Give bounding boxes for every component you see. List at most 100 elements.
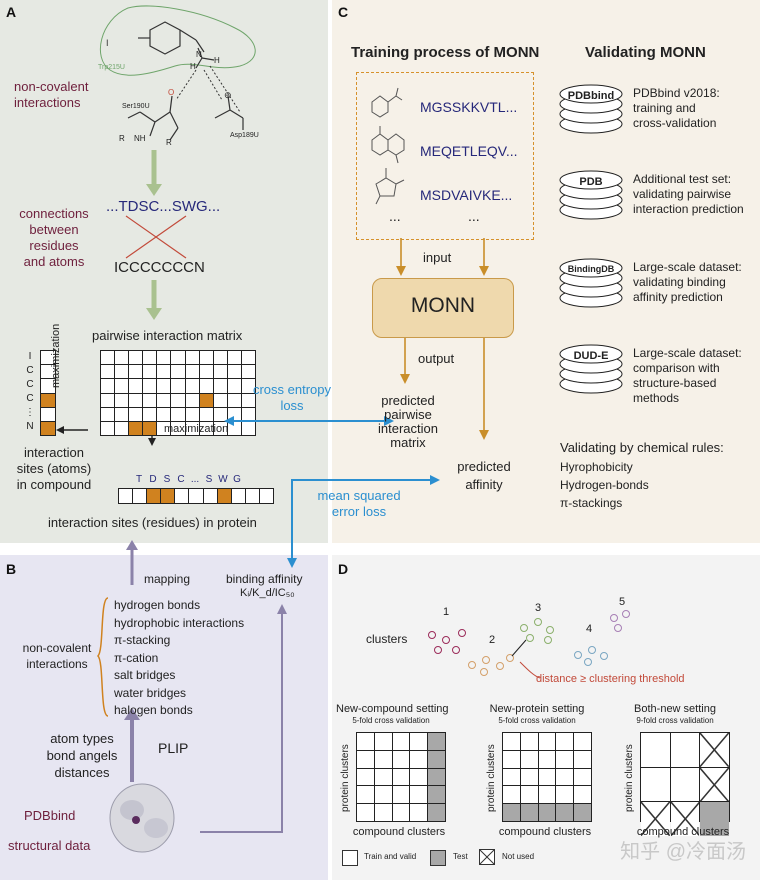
cv-cell-test <box>428 786 445 804</box>
mse-label: mean squared error loss <box>306 488 412 520</box>
atom-info-label: atom types bond angels distances <box>40 730 124 781</box>
residue-site-cell <box>231 489 245 503</box>
matrix-cell <box>157 407 171 421</box>
atom-sites-label: interaction sites (atoms) in compound <box>10 445 98 493</box>
compound-clusters-label: compound clusters <box>498 826 592 838</box>
ki-label: Kᵢ/K_d/IC₅₀ <box>240 587 295 599</box>
asp-label: Asp189U <box>230 132 259 139</box>
atom-info-line1: atom types <box>50 731 114 746</box>
atom-letter: I <box>28 351 32 362</box>
cv-cell-train <box>503 768 520 786</box>
matrix-cell <box>199 379 213 393</box>
rule-item: Hydrogen-bonds <box>560 478 649 492</box>
interaction-type: water bridges <box>114 685 187 700</box>
noncovalent-line2: interactions <box>14 95 81 110</box>
cv-cell-train <box>392 768 410 786</box>
ser-label: Ser190U <box>122 103 150 110</box>
protein-sequence: MEQETLEQV... <box>420 143 518 159</box>
cv-cell-train <box>641 733 670 767</box>
matrix-cell <box>101 379 115 393</box>
atom-info-line3: distances <box>54 765 110 780</box>
atom-sites-line3: in compound <box>16 477 92 492</box>
cv-cell-train <box>392 804 410 821</box>
legend-test-label: Test <box>453 852 468 861</box>
residue-letter: C <box>177 474 185 485</box>
predicted-affinity-line1: predicted <box>457 459 511 474</box>
cv-cell-unused <box>699 732 730 768</box>
database-description-line: training and <box>633 101 696 115</box>
matrix-cell <box>241 365 255 379</box>
predicted-matrix-line3: interaction <box>378 421 438 436</box>
cv-cell-train <box>392 786 410 804</box>
training-title: Training process of MONN <box>351 44 540 61</box>
cv-cell-train <box>641 767 670 802</box>
cv-cell-train <box>410 804 428 821</box>
connections-label: connections between residues and atoms <box>16 206 92 270</box>
atom-site-cell <box>41 365 55 379</box>
rules-title: Validating by chemical rules: <box>560 440 724 455</box>
matrix-cell <box>185 351 199 365</box>
atom-site-cell <box>41 393 55 407</box>
cv-cell-train <box>574 768 591 786</box>
database-description-line: affinity prediction <box>633 290 723 304</box>
cv-grid <box>356 732 446 822</box>
matrix-cell <box>213 379 227 393</box>
matrix-cell <box>143 393 157 407</box>
structural-data-label: structural data <box>8 838 91 853</box>
mapping-label: mapping <box>144 572 191 586</box>
matrix-cell <box>143 407 157 421</box>
cv-cell-train <box>538 750 556 768</box>
panel-b-letter: B <box>6 561 17 577</box>
residue-sequence: ...TDSC...SWG... <box>106 198 221 215</box>
atom-site-cell <box>41 379 55 393</box>
watermark: 知乎 @冷面汤 <box>620 841 746 863</box>
cv-cell-train <box>503 786 520 804</box>
cv-cell-train <box>520 786 538 804</box>
matrix-cell <box>129 351 143 365</box>
matrix-cell <box>171 379 185 393</box>
h2-label: H <box>214 56 220 65</box>
residue-site-cell <box>147 489 161 503</box>
database-description-line: Large-scale dataset: <box>633 346 742 360</box>
matrix-cell <box>115 351 129 365</box>
matrix-cell <box>143 421 157 435</box>
database-description-line: methods <box>633 391 680 405</box>
matrix-cell <box>213 351 227 365</box>
noncovalent-line1: non-covalent <box>14 79 89 94</box>
database-description-line: cross-validation <box>633 116 717 130</box>
cv-cell-test <box>503 804 520 821</box>
residue-site-cell <box>217 489 231 503</box>
cross-entropy-line1: cross entropy <box>252 382 332 397</box>
negative-charge-label: ⊖ <box>224 90 232 100</box>
cv-cell-train <box>392 733 410 750</box>
monn-label: MONN <box>410 294 476 317</box>
residue-letter: S <box>163 474 171 485</box>
matrix-cell <box>157 365 171 379</box>
cv-cell-train <box>410 786 428 804</box>
rule-item: π-stackings <box>560 496 623 510</box>
matrix-cell <box>227 393 241 407</box>
cv-cell-train <box>357 768 374 786</box>
threshold-label: distance ≥ clustering threshold <box>536 673 685 685</box>
iodine-label: I <box>106 38 109 48</box>
predicted-affinity-line2: affinity <box>465 477 503 492</box>
legend-swatch-not-used <box>479 849 495 865</box>
cross-entropy-label: cross entropy loss <box>250 382 334 414</box>
mse-line1: mean squared <box>317 488 401 503</box>
cv-cell-train <box>503 733 520 750</box>
ellipsis-left: ... <box>389 208 401 224</box>
matrix-cell <box>101 351 115 365</box>
noncovalent-label-a: non-covalent interactions <box>14 79 88 111</box>
interaction-type: hydrophobic interactions <box>114 615 245 630</box>
atom-site-cell <box>41 421 55 435</box>
database-description-line: validating binding <box>633 275 726 289</box>
atom-info-line2: bond angels <box>46 748 118 763</box>
matrix-cell <box>157 351 171 365</box>
atom-letter: C <box>26 379 34 390</box>
atom-letter: C <box>26 393 34 404</box>
cv-cell-unused <box>640 801 671 837</box>
